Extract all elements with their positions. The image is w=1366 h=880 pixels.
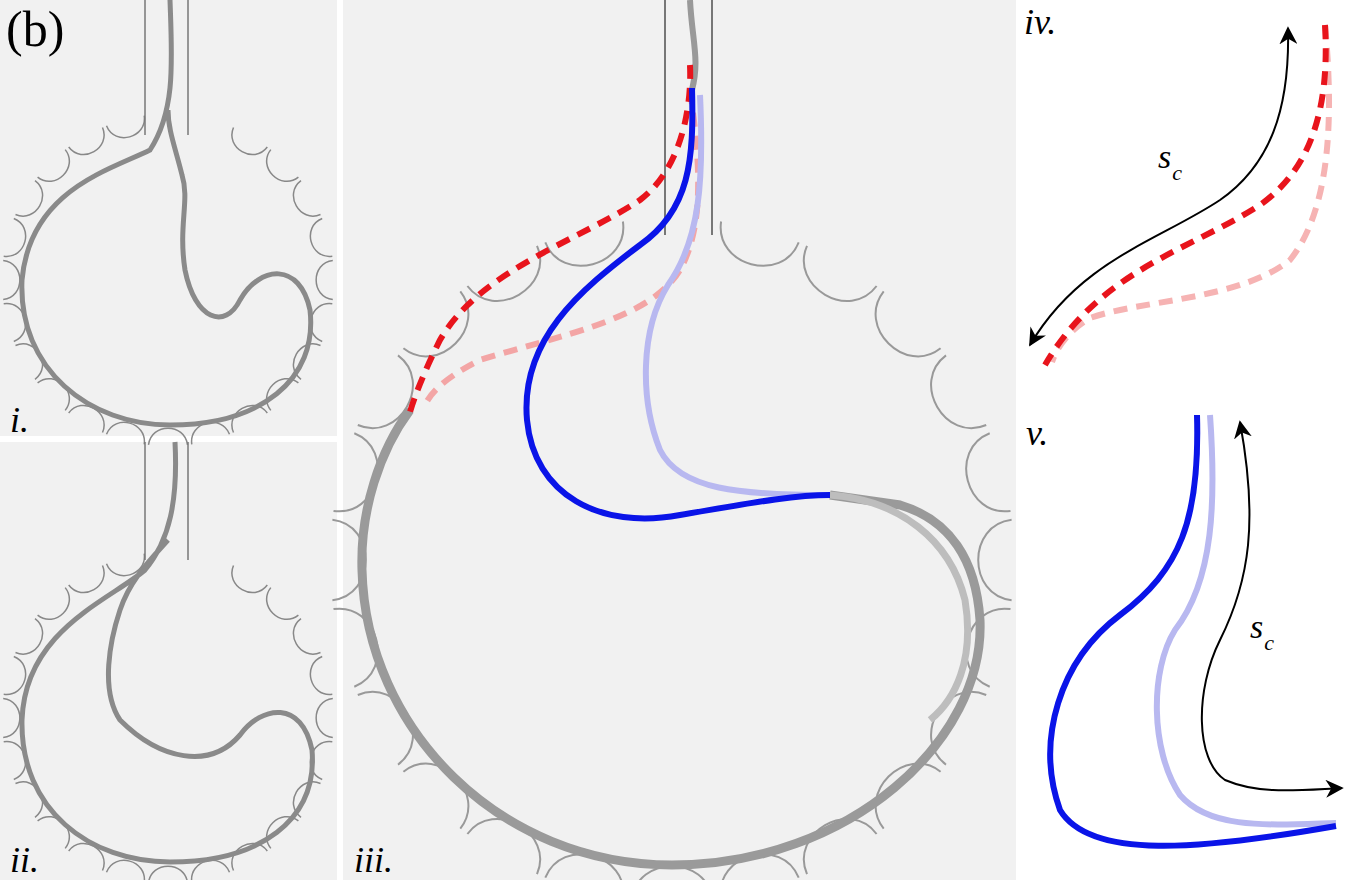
cog-teeth [3,116,333,445]
panel-number: iv. [1024,4,1056,40]
tube-wall [187,442,189,560]
elastic-strip [22,0,311,425]
panel-number: iii. [354,842,393,878]
elastic-strip [22,442,312,862]
arc-length-symbol: s [1158,140,1171,174]
photo-ground [0,442,337,880]
arc-length-symbol: s [1250,610,1263,644]
tube-wall [144,442,146,560]
tube-wall [187,0,189,135]
tube-wall [711,0,713,235]
panel-number: ii. [10,842,39,878]
arc-length-arrow [1202,422,1342,790]
cog-teeth [3,554,333,880]
panel-letter: (b) [6,4,64,54]
contact-curve [1045,25,1326,365]
earlier-contact-curve [1052,25,1329,362]
earlier-contact-curve [425,90,698,405]
panel-number: i. [10,402,29,438]
panel-number: v. [1026,415,1048,451]
arc-length-subscript: c [1172,162,1182,184]
cog-teeth [332,222,1011,880]
elastic-strip [830,495,968,720]
photo-ground [0,0,337,436]
photo-ground [343,0,1016,880]
arc-length-arrow [1030,28,1288,345]
tube-wall [664,0,666,235]
earlier-free-curve [1157,415,1336,824]
free-curve [1050,415,1336,846]
arc-length-subscript: c [1264,632,1274,654]
tube-wall [144,0,146,135]
free-curve [526,88,830,518]
elastic-strip [362,410,980,865]
